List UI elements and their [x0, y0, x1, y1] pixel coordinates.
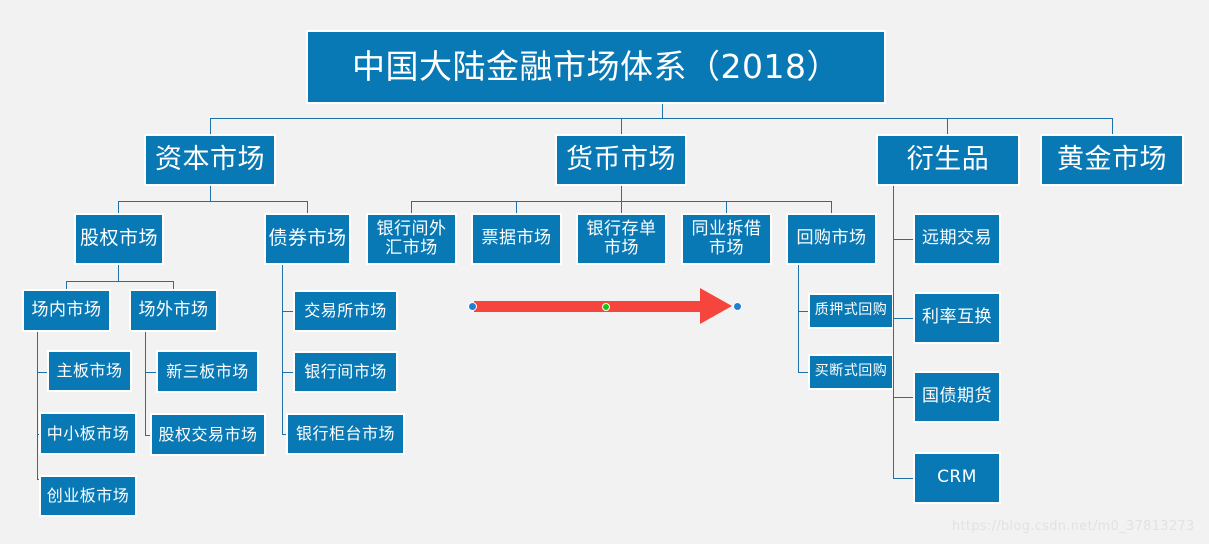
node-bank-counter-market[interactable]: 银行柜台市场: [286, 413, 405, 455]
connector-drop-fx: [411, 201, 412, 213]
node-root[interactable]: 中国大陆金融市场体系（2018）: [306, 30, 886, 104]
node-neeq-market[interactable]: 新三板市场: [156, 350, 259, 393]
connector-root-stem: [662, 104, 663, 118]
connector-derivatives-stem: [893, 186, 894, 478]
node-capital-market[interactable]: 资本市场: [144, 134, 276, 186]
node-forward-transaction[interactable]: 远期交易: [913, 213, 1001, 265]
connector-drop-money: [621, 118, 622, 134]
node-crm[interactable]: CRM: [913, 452, 1001, 504]
red-arrow-shaft: [474, 301, 702, 312]
node-certificate-deposit-market[interactable]: 银行存单 市场: [576, 213, 667, 265]
connector-bond-elbow-1: [282, 311, 295, 312]
connector-derivatives-elbow-4: [893, 478, 913, 479]
connector-off-exchange-stem: [145, 332, 146, 436]
arrow-handle-start[interactable]: [468, 302, 477, 311]
connector-bond-elbow-2: [282, 372, 295, 373]
connector-drop-gold: [1112, 118, 1113, 134]
arrow-handle-end[interactable]: [733, 302, 742, 311]
connector-on-exchange-stem: [37, 332, 38, 479]
connector-derivatives-elbow-1: [893, 239, 913, 240]
node-sme-board-market[interactable]: 中小板市场: [39, 412, 137, 455]
connector-capital-stem: [210, 186, 211, 201]
node-on-exchange-market[interactable]: 场内市场: [22, 289, 111, 332]
connector-bond-stem: [282, 265, 283, 434]
node-interest-rate-swap[interactable]: 利率互换: [913, 292, 1001, 344]
node-money-market[interactable]: 货币市场: [555, 134, 687, 186]
connector-repo-elbow-2: [798, 372, 810, 373]
connector-drop-on-exchange: [66, 281, 67, 289]
node-repo-market[interactable]: 回购市场: [786, 213, 877, 265]
node-equity-exchange-market[interactable]: 股权交易市场: [150, 413, 266, 456]
connector-level1-bus: [210, 118, 1112, 119]
watermark-text: https://blog.csdn.net/m0_37813273: [952, 519, 1195, 534]
connector-drop-bond: [307, 201, 308, 213]
connector-capital-bus: [118, 201, 307, 202]
node-exchange-bond-market[interactable]: 交易所市场: [293, 290, 398, 332]
connector-drop-off-exchange: [173, 281, 174, 289]
connector-derivatives-elbow-3: [893, 397, 913, 398]
connector-drop-capital: [210, 118, 211, 134]
node-pledged-repo[interactable]: 质押式回购: [808, 293, 894, 329]
connector-equity-stem: [118, 265, 119, 281]
node-main-board-market[interactable]: 主板市场: [47, 350, 132, 392]
connector-repo-elbow-1: [798, 311, 810, 312]
connector-repo-stem: [798, 265, 799, 373]
red-arrow-head: [700, 288, 732, 324]
node-interbank-bond-market[interactable]: 银行间市场: [293, 351, 398, 393]
connector-drop-cd: [621, 201, 622, 213]
node-derivatives[interactable]: 衍生品: [876, 134, 1020, 186]
node-interbank-lending-market[interactable]: 同业拆借 市场: [681, 213, 772, 265]
connector-equity-bus: [66, 281, 173, 282]
connector-money-stem: [621, 186, 622, 201]
node-bond-market[interactable]: 债券市场: [264, 213, 351, 265]
node-off-exchange-market[interactable]: 场外市场: [129, 289, 218, 332]
node-outright-repo[interactable]: 买断式回购: [808, 354, 894, 390]
connector-drop-repo: [831, 201, 832, 213]
connector-drop-bill: [516, 201, 517, 213]
connector-drop-derivatives: [947, 118, 948, 134]
red-arrow-annotation[interactable]: [468, 288, 742, 324]
node-interbank-fx-market[interactable]: 银行间外 汇市场: [366, 213, 457, 265]
node-treasury-bond-futures[interactable]: 国债期货: [913, 371, 1001, 423]
connector-drop-ibor: [726, 201, 727, 213]
connector-derivatives-elbow-2: [893, 318, 913, 319]
node-bill-market[interactable]: 票据市场: [471, 213, 562, 265]
connector-drop-equity: [118, 201, 119, 213]
node-gold-market[interactable]: 黄金市场: [1040, 134, 1184, 186]
connector-on-exchange-elbow-1: [37, 372, 49, 373]
node-equity-market[interactable]: 股权市场: [74, 213, 164, 265]
arrow-handle-middle[interactable]: [602, 303, 610, 311]
connector-off-exchange-elbow-1: [145, 372, 158, 373]
node-chinext-board-market[interactable]: 创业板市场: [39, 475, 137, 517]
